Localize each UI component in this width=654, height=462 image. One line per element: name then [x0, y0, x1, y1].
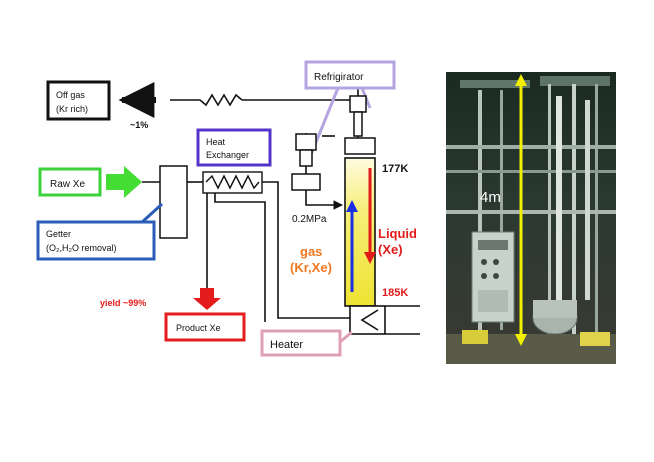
- raw-xe-label: Raw Xe: [50, 179, 85, 190]
- heater-box: [260, 329, 342, 357]
- photo-height-label: 4m: [480, 189, 501, 206]
- off-gas-label: Off gas: [56, 90, 85, 100]
- getter-box: [36, 220, 156, 261]
- cold-head-units: [291, 95, 376, 191]
- heat-exchanger-unit: [202, 171, 263, 194]
- off-gas-box: [46, 80, 111, 121]
- yield-label: yield ~99%: [100, 298, 146, 308]
- getter-sublabel: (O₂,H₂O removal): [46, 243, 117, 253]
- liquid-sublabel: (Xe): [378, 242, 403, 257]
- liquid-label: Liquid: [378, 226, 417, 241]
- heater-coil: [360, 309, 379, 331]
- product-arrow: [193, 288, 221, 310]
- temperature-bottom: 185K: [382, 287, 408, 299]
- liquid-flow-arrowhead: [364, 252, 376, 264]
- product-xe-label: Product Xe: [176, 323, 221, 333]
- heater-unit: [349, 305, 386, 335]
- getter-unit: [159, 165, 188, 239]
- gas-sublabel: (Kr,Xe): [290, 260, 332, 275]
- height-arrow-bottom: [515, 334, 527, 346]
- gas-label: gas: [300, 244, 322, 259]
- gas-flow-arrowhead: [346, 200, 358, 212]
- heat-exchanger-box: [196, 128, 272, 167]
- temperature-top: 177K: [382, 163, 408, 175]
- raw-xe-arrow: [106, 166, 142, 198]
- off-gas-fraction: ~1%: [130, 120, 148, 130]
- heat-exchanger-label: Heat: [206, 137, 226, 147]
- height-arrow-top: [515, 74, 527, 86]
- apparatus-photo: [446, 72, 616, 364]
- pressure-label: 0.2MPa: [292, 214, 327, 225]
- heater-callout: [339, 330, 353, 344]
- heater-label: Heater: [270, 339, 303, 351]
- refrigirator-box: [304, 60, 396, 90]
- raw-xe-box: [38, 167, 102, 197]
- off-gas-sublabel: (Kr rich): [56, 104, 88, 114]
- heat-exchanger-sublabel: Exchanger: [206, 150, 249, 160]
- getter-label: Getter: [46, 229, 71, 239]
- product-xe-box: [164, 312, 246, 342]
- refrigirator-label: Refrigirator: [314, 72, 364, 83]
